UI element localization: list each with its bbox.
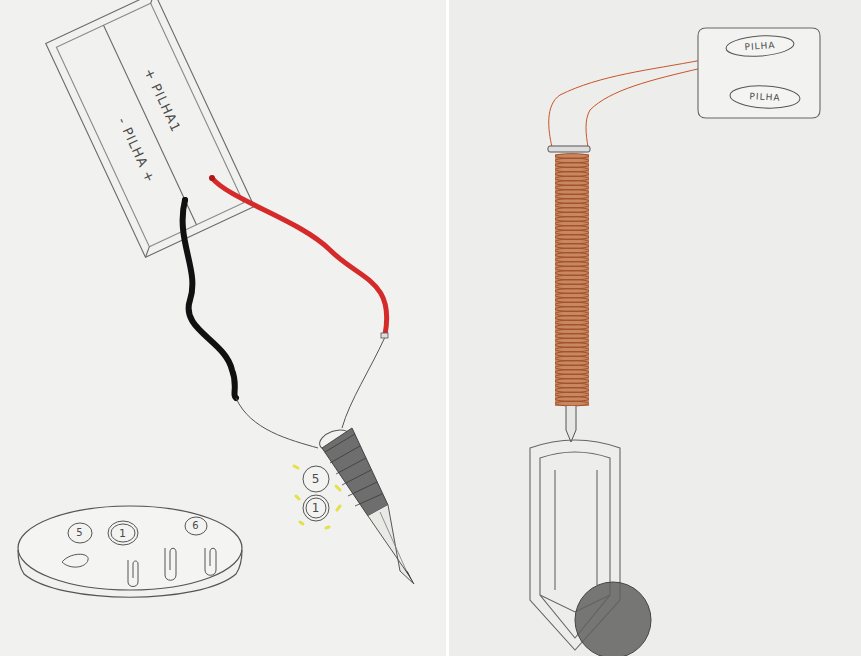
coil-winding	[322, 428, 388, 516]
node-text: 1	[312, 502, 321, 514]
coil-turns	[555, 154, 589, 406]
pencil	[368, 505, 414, 584]
outline	[108, 521, 138, 545]
clip-wire	[596, 470, 597, 585]
clip	[128, 560, 138, 587]
nail-tip	[566, 406, 576, 442]
dish	[18, 506, 242, 597]
orange-wire	[549, 60, 702, 147]
inner-outline	[111, 524, 135, 542]
left-paper	[0, 0, 446, 656]
orange-wire	[586, 68, 702, 147]
outline	[303, 466, 329, 492]
dish-top	[18, 506, 242, 590]
outline	[68, 523, 92, 543]
coil-turn	[555, 401, 589, 406]
pencil-tip	[404, 568, 414, 584]
clip	[205, 548, 216, 575]
holder-inner	[56, 3, 243, 246]
paper-clips	[62, 548, 216, 587]
wire-connector	[381, 333, 388, 338]
wire-end	[209, 175, 215, 181]
thin-wire	[236, 398, 318, 448]
coin: 5	[302, 465, 330, 493]
clip	[165, 548, 176, 580]
battery-pack	[698, 28, 820, 118]
clip	[62, 554, 88, 567]
pencil-line	[380, 512, 406, 570]
outline	[725, 34, 794, 59]
coin: 1	[302, 494, 330, 522]
right-paper	[449, 0, 861, 656]
battery-oval: PILHA	[728, 83, 801, 111]
node-text: 1	[119, 528, 127, 539]
nail-head	[548, 146, 590, 152]
coil-hatch	[325, 434, 382, 506]
node-text: PILHA	[749, 92, 780, 103]
holder-edge	[142, 247, 153, 258]
thin-wire	[342, 337, 385, 428]
node-text: 5	[312, 473, 321, 485]
holder-divider	[104, 25, 197, 224]
black-wire	[183, 200, 236, 398]
coin: 1	[107, 520, 139, 546]
wire-end	[182, 197, 188, 203]
coil-body	[555, 154, 589, 406]
inner-outline	[306, 498, 326, 518]
outline	[303, 495, 329, 521]
node-text: 6	[192, 521, 199, 531]
attraction-marks	[294, 466, 340, 528]
holder-edge	[147, 0, 158, 3]
red-wire	[212, 178, 387, 335]
outline	[729, 84, 800, 110]
battery-holder	[46, 0, 254, 257]
node-text: 5	[76, 528, 83, 538]
coin: 6	[184, 516, 208, 536]
node-text: + PILHA1	[143, 66, 184, 134]
outline	[185, 517, 207, 535]
dark-coin	[575, 582, 651, 656]
dish-rim	[18, 550, 242, 597]
clip-wire	[554, 470, 555, 590]
coin: 5	[67, 522, 93, 544]
holder-outline	[46, 0, 254, 257]
